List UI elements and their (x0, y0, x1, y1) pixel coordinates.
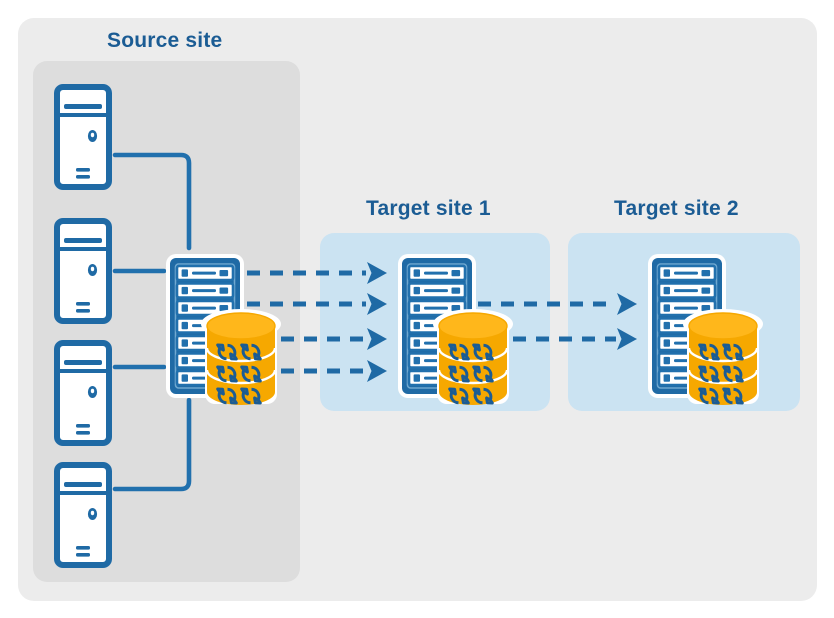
link-workstation-1 (112, 152, 192, 251)
replication-arrowheads-target-2 (617, 293, 637, 350)
workstation-2 (54, 218, 112, 324)
link-workstation-4 (112, 397, 192, 492)
target-2-database (683, 309, 763, 405)
target-site-1-label: Target site 1 (366, 197, 491, 220)
replication-arrowheads-target-1 (367, 262, 387, 382)
target-site-2-label: Target site 2 (614, 197, 739, 220)
source-site-label: Source site (107, 29, 223, 52)
workstation-3 (54, 340, 112, 446)
workstation-1 (54, 84, 112, 190)
replication-arrows-target-2 (478, 301, 616, 342)
target-1-database (433, 309, 513, 405)
source-site-connector-links (112, 152, 192, 492)
replication-arrows-target-1 (247, 270, 366, 374)
source-database (201, 309, 281, 405)
workstation-4 (54, 462, 112, 568)
